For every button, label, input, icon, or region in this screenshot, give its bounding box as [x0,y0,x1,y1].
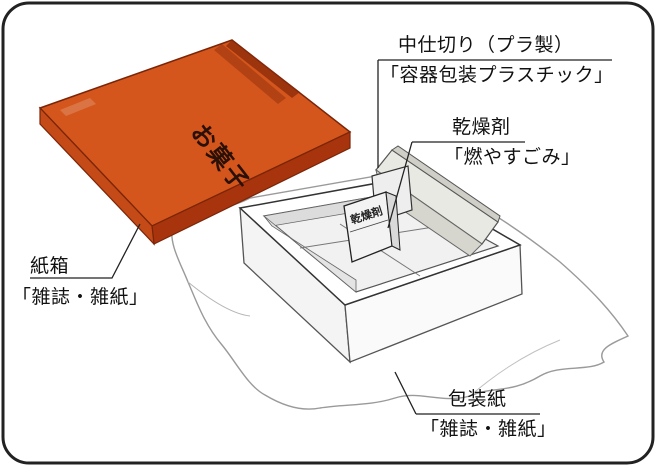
leader-lines [30,59,612,415]
divider-name-label: 中仕切り（プラ製） [398,34,574,56]
paper-box-category-label: 「雑誌・雑紙」 [12,286,149,308]
desiccant-name-label: 乾燥剤 [452,116,511,138]
wrapping-paper-name-label: 包装紙 [448,388,507,410]
paper-box-name-label: 紙箱 [30,255,70,277]
wrapping-paper-fold [187,281,251,317]
wrapping-paper-fold [469,339,561,397]
leader-wrapping-paper-pointer [394,371,417,415]
leader-desiccant-pointer [387,141,413,229]
desiccant-category-label: 「燃やすごみ」 [444,146,581,168]
wrapping-paper-category-label: 「雑誌・雑紙」 [420,418,557,440]
paper-box-lid [38,39,352,246]
leader-paper-box [30,223,141,279]
divider-category-label: 「容器包装プラスチック」 [380,64,614,86]
